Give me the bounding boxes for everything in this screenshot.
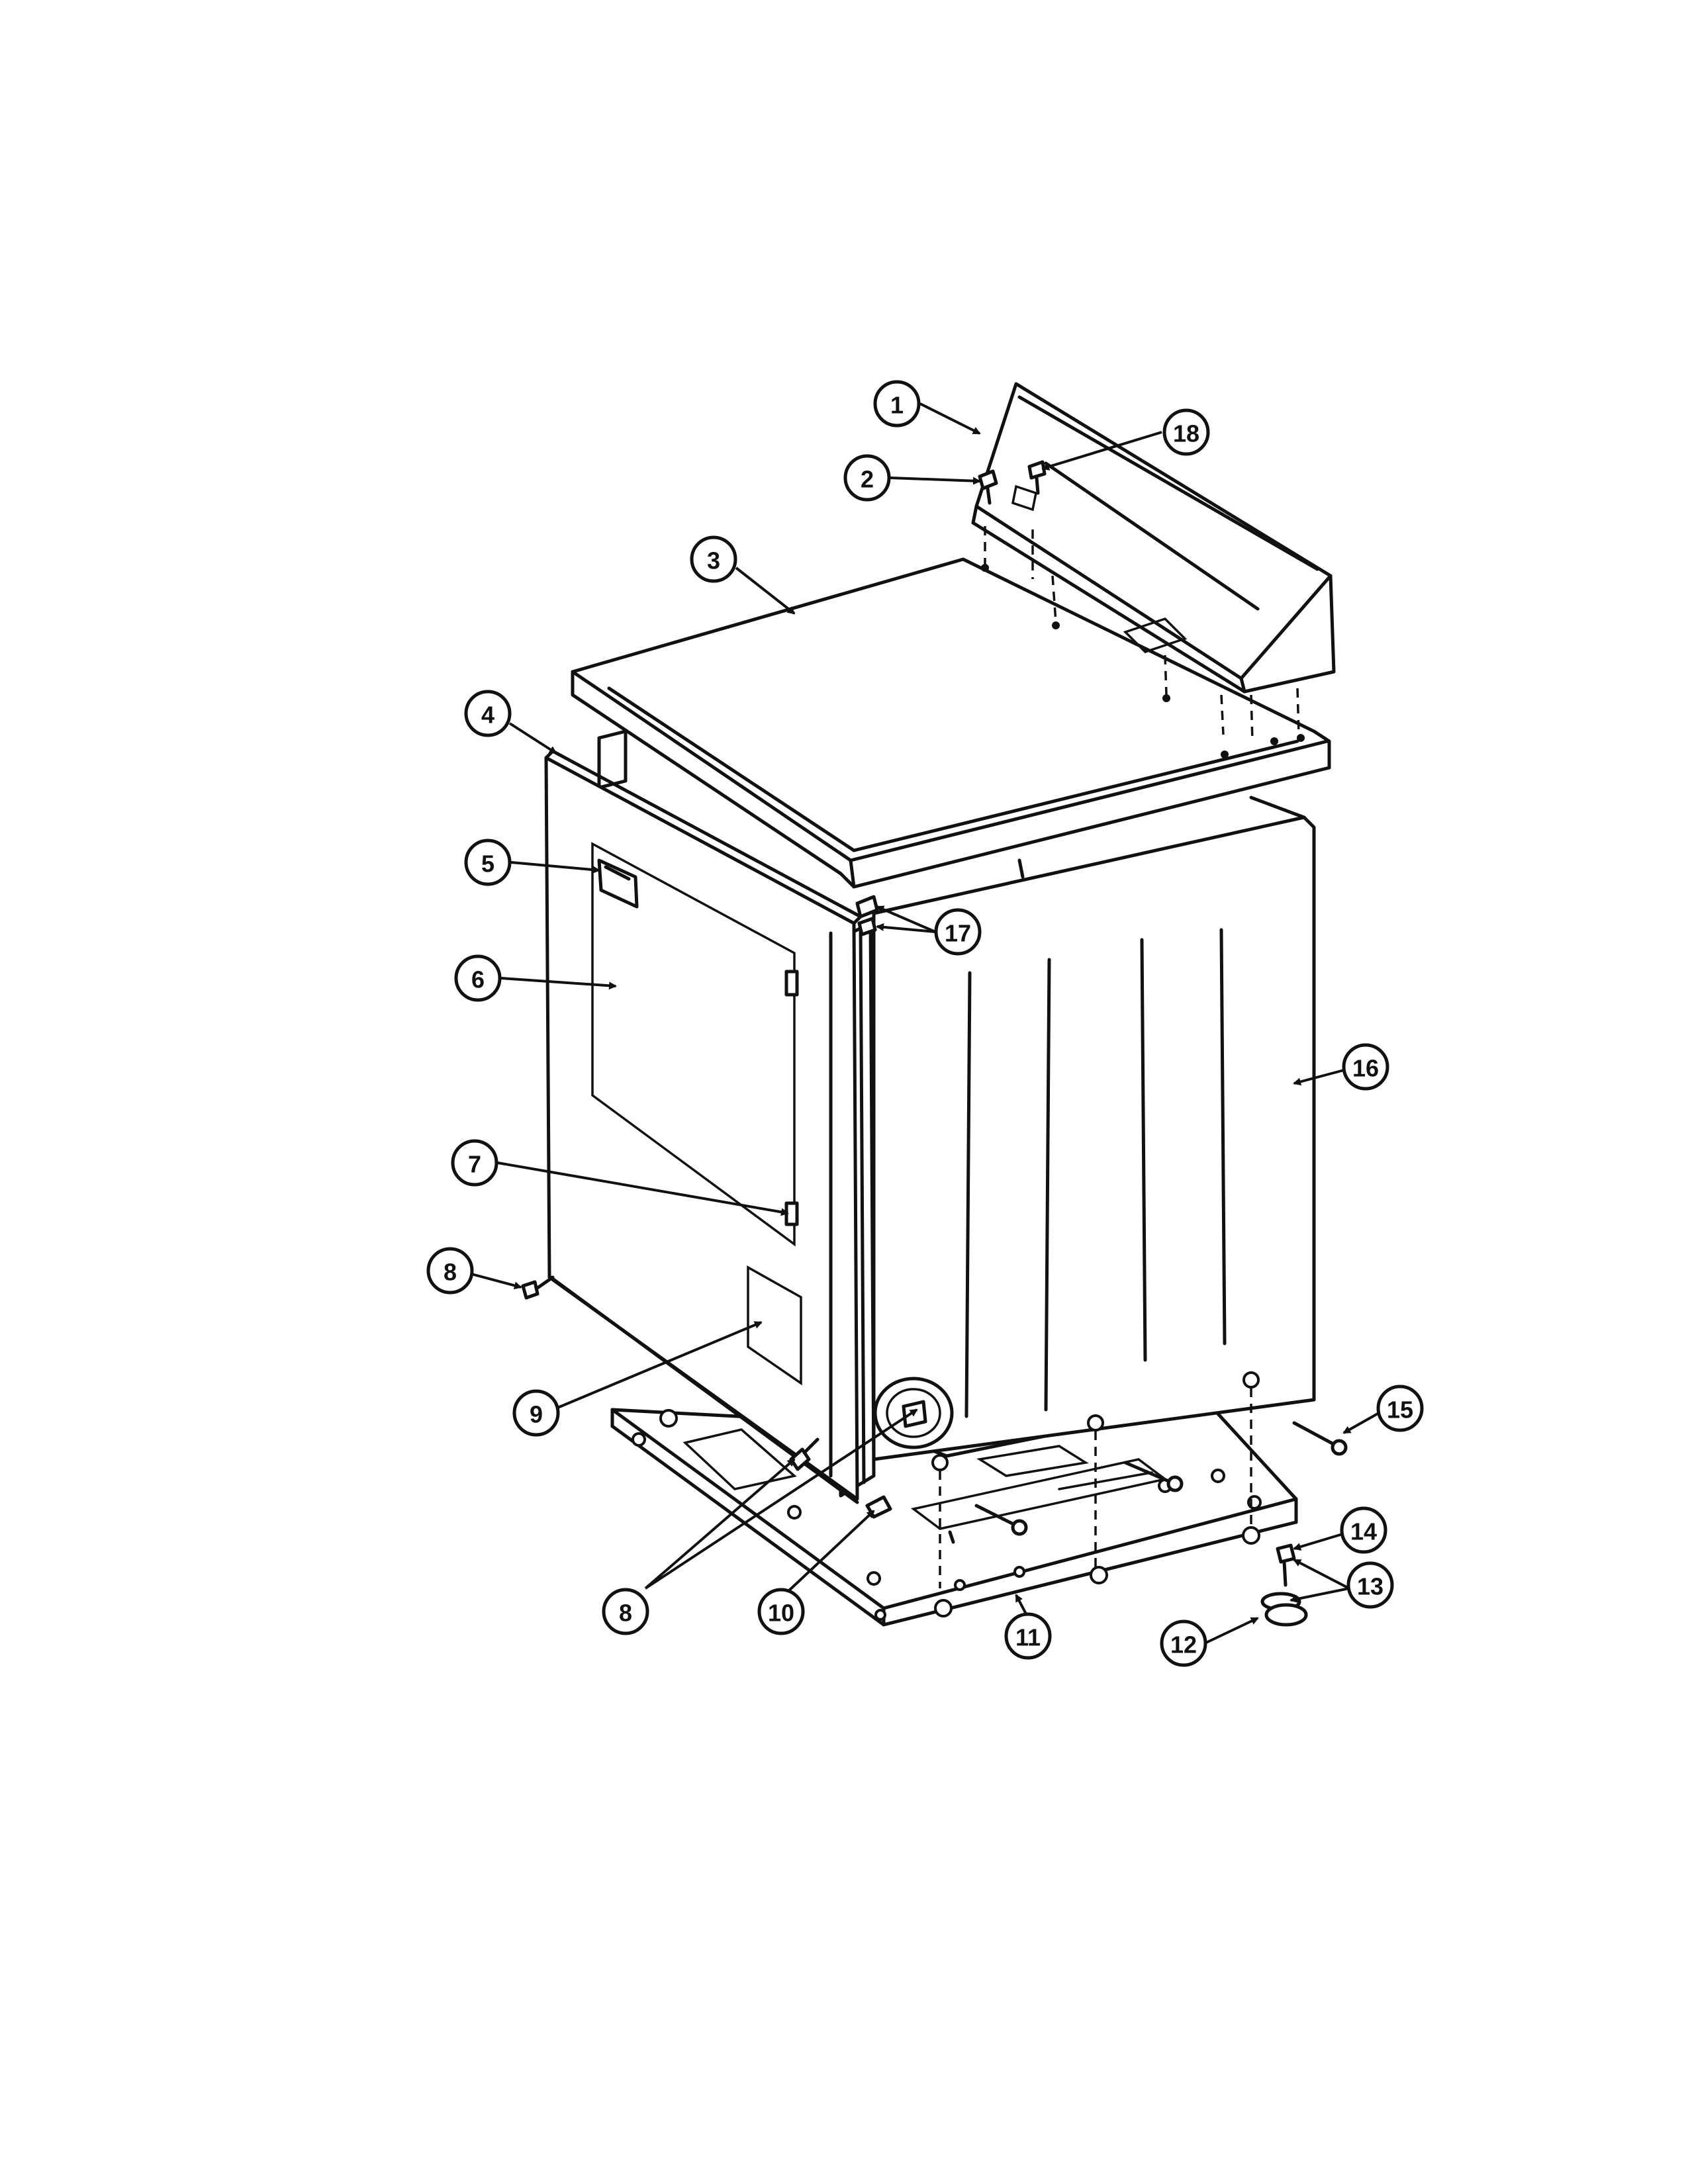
svg-text:6: 6	[471, 966, 485, 993]
cabinet-side-panel	[872, 796, 1316, 1588]
svg-text:10: 10	[768, 1600, 794, 1627]
callout-1: 1	[873, 380, 921, 428]
svg-text:8: 8	[444, 1259, 457, 1286]
callout-9: 9	[512, 1389, 560, 1437]
callout-5: 5	[464, 839, 512, 886]
callout-12: 12	[1160, 1619, 1207, 1667]
callout-2: 2	[843, 454, 891, 502]
svg-text:16: 16	[1352, 1055, 1379, 1082]
svg-text:4: 4	[481, 702, 494, 729]
leader-lines	[471, 402, 1380, 1645]
callout-3: 3	[690, 535, 737, 583]
svg-text:15: 15	[1387, 1396, 1413, 1424]
callout-14: 14	[1340, 1506, 1387, 1554]
callout-8-bottom: 8	[602, 1588, 649, 1635]
top-panel	[571, 557, 1331, 889]
callout-4: 4	[464, 690, 512, 737]
svg-text:11: 11	[1015, 1624, 1041, 1651]
screw-8-bottom	[789, 1437, 820, 1471]
door-handle	[597, 858, 639, 909]
screw-18	[1027, 460, 1047, 495]
callout-7: 7	[451, 1139, 498, 1187]
svg-text:13: 13	[1357, 1573, 1383, 1600]
svg-text:18: 18	[1173, 420, 1199, 447]
screw-base-left	[974, 1504, 1028, 1536]
svg-text:5: 5	[481, 850, 494, 878]
callout-8-left: 8	[426, 1247, 474, 1295]
callout-16: 16	[1342, 1043, 1389, 1091]
svg-text:7: 7	[468, 1151, 481, 1178]
base-plate	[610, 1401, 1298, 1627]
svg-text:1: 1	[890, 392, 904, 419]
svg-text:17: 17	[945, 920, 971, 947]
callout-10: 10	[757, 1588, 805, 1635]
screw-8-left	[521, 1275, 555, 1300]
svg-text:3: 3	[707, 547, 720, 574]
screw-base-right	[1123, 1461, 1184, 1492]
callout-13: 13	[1346, 1561, 1394, 1609]
clip-17	[855, 895, 879, 936]
svg-text:9: 9	[530, 1401, 543, 1428]
svg-text:12: 12	[1170, 1631, 1197, 1659]
leveling-foot	[1260, 1543, 1308, 1627]
callout-17: 17	[934, 908, 982, 956]
callout-11: 11	[1004, 1612, 1052, 1660]
control-console	[971, 382, 1336, 742]
svg-text:8: 8	[619, 1600, 632, 1627]
callout-18: 18	[1162, 408, 1210, 456]
callout-6: 6	[454, 954, 502, 1002]
callout-15: 15	[1376, 1385, 1424, 1432]
screw-15	[1292, 1421, 1348, 1456]
front-door-panel	[544, 749, 863, 1504]
screw-2	[978, 469, 998, 505]
svg-text:2: 2	[861, 466, 874, 493]
svg-text:14: 14	[1350, 1518, 1377, 1545]
